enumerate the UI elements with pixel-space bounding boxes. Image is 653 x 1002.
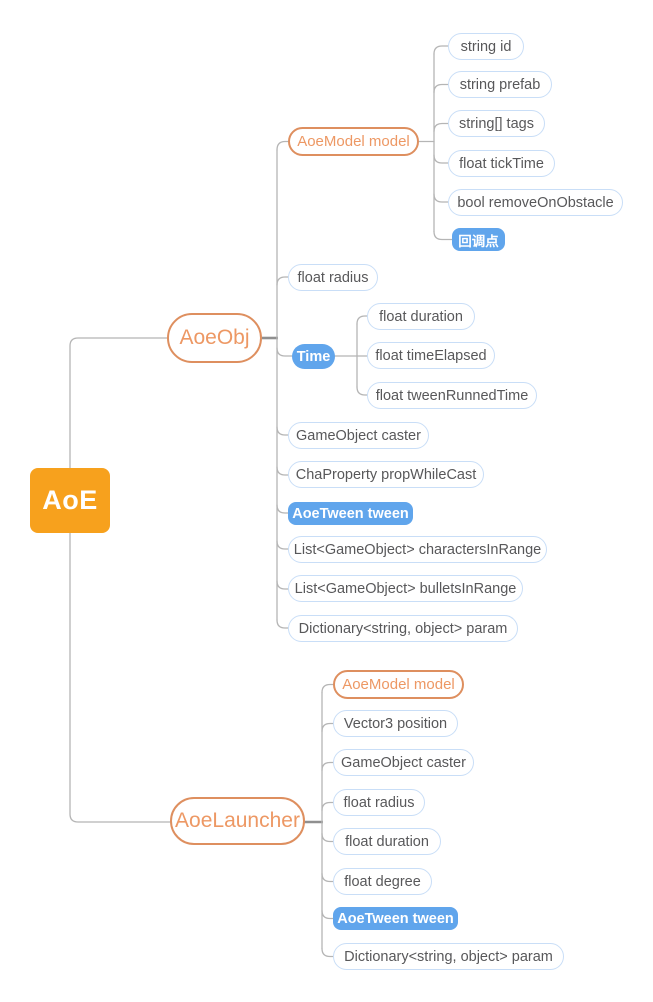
node-vector3-position[interactable]: Vector3 position [333,710,458,737]
node-float-degree[interactable]: float degree [333,868,432,895]
node-callback-point[interactable]: 回调点 [452,228,505,251]
node-float-duration-1[interactable]: float duration [367,303,475,330]
node-gameobject-caster-2[interactable]: GameObject caster [333,749,474,776]
node-time[interactable]: Time [292,344,335,369]
node-aoemodel-model-1[interactable]: AoeModel model [288,127,419,156]
node-string-id[interactable]: string id [448,33,524,60]
node-gameobject-caster-1[interactable]: GameObject caster [288,422,429,449]
node-float-timeelapsed[interactable]: float timeElapsed [367,342,495,369]
node-float-radius-1[interactable]: float radius [288,264,378,291]
node-bool-removeonobstacle[interactable]: bool removeOnObstacle [448,189,623,216]
node-aoelauncher[interactable]: AoeLauncher [170,797,305,845]
node-float-ticktime[interactable]: float tickTime [448,150,555,177]
node-aoe-root[interactable]: AoE [30,468,110,533]
node-aoetween-tween-1[interactable]: AoeTween tween [288,502,413,525]
node-string-tags[interactable]: string[] tags [448,110,545,137]
node-aoemodel-model-2[interactable]: AoeModel model [333,670,464,699]
node-float-radius-2[interactable]: float radius [333,789,425,816]
node-list-charactersinrange[interactable]: List<GameObject> charactersInRange [288,536,547,563]
node-list-bulletsinrange[interactable]: List<GameObject> bulletsInRange [288,575,523,602]
node-float-duration-2[interactable]: float duration [333,828,441,855]
node-string-prefab[interactable]: string prefab [448,71,552,98]
node-aoetween-tween-2[interactable]: AoeTween tween [333,907,458,930]
node-dictionary-param-1[interactable]: Dictionary<string, object> param [288,615,518,642]
node-dictionary-param-2[interactable]: Dictionary<string, object> param [333,943,564,970]
node-float-tweenrunnedtime[interactable]: float tweenRunnedTime [367,382,537,409]
node-chaproperty-propwhilecast[interactable]: ChaProperty propWhileCast [288,461,484,488]
node-aoeobj[interactable]: AoeObj [167,313,262,363]
